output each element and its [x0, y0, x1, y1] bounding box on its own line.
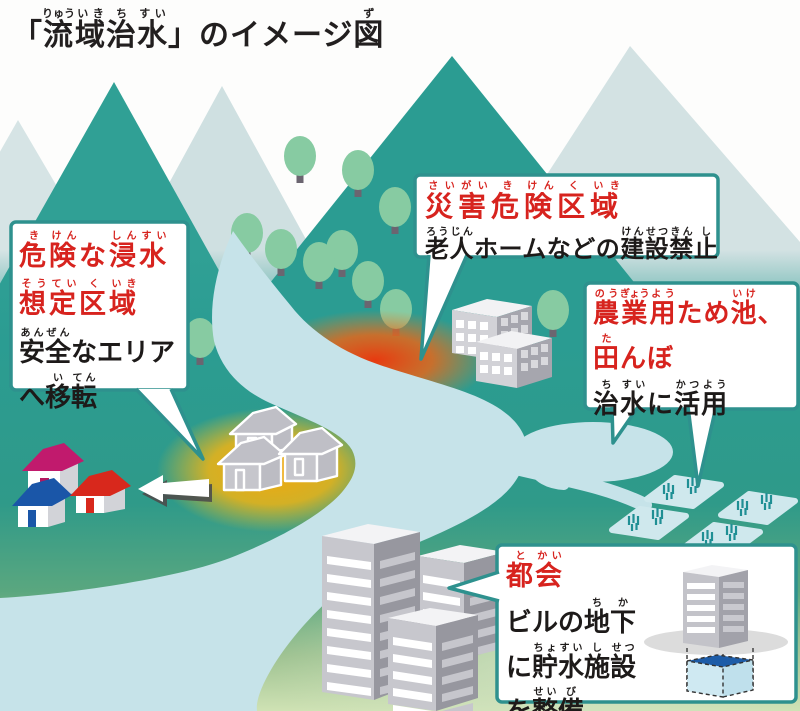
house-blue: [12, 478, 72, 527]
callout-body: に貯ちょ水すい施し設せつ: [506, 642, 637, 682]
relocated-houses: [12, 443, 131, 527]
callout-body: 治ち水すいに活かつ用よう: [593, 379, 729, 419]
callout-body: ビルの地ち下か: [506, 598, 637, 638]
callout-tail: [686, 406, 718, 488]
city-skyscrapers: [322, 524, 506, 711]
callout-risk-area-text: 災さい害がい危き険けん区く域いき 老ろう人じんホームなどの建けん設せつ禁きん止し: [425, 181, 718, 274]
callout-heading: 想そう定てい区く域いき: [19, 279, 139, 320]
callout-body: へ移い転てん: [19, 372, 98, 412]
water-tank-front: [687, 661, 723, 697]
river: [0, 231, 528, 711]
callout-body: 老ろう人じんホームなどの建けん設せつ禁きん止し: [425, 227, 719, 264]
underground-storage-illustration: [644, 565, 788, 698]
building-front: [476, 331, 552, 388]
gray-house: [216, 435, 287, 492]
gray-house: [277, 426, 344, 483]
callout-heading: 農のう業ぎょう用ようため池いけ、: [593, 289, 785, 328]
callout-tail: [447, 570, 500, 603]
callout-tail: [134, 387, 205, 461]
callout-flood-zone-text: 危き険けんな浸しん水すい 想そう定てい区く域いき 安あん全ぜんなエリア へ移い転…: [19, 231, 175, 418]
callout-tail: [610, 406, 640, 445]
agricultural-pond: [493, 422, 673, 512]
callout-heading: 田たんぼ: [593, 334, 675, 374]
callout-box-risk-area: [413, 173, 720, 259]
house-red: [70, 470, 131, 513]
water-tank-side: [723, 660, 753, 697]
callout-city-text: 都と会かい ビルの地ち下か に貯ちょ水すい施し設せつ を整せい備び: [506, 551, 636, 711]
callout-heading: 都と会かい: [506, 551, 564, 591]
callout-body: を整せい備び: [506, 686, 585, 711]
callout-heading: 災さい害がい危き険けん区く域いき: [425, 181, 624, 222]
relocation-arrow-left-icon: [138, 475, 212, 507]
callout-boxes: [9, 173, 800, 704]
callout-pond-text: 農のう業ぎょう用ようため池いけ、 田たんぼ 治ち水すいに活かつ用よう: [593, 289, 785, 428]
flood-zone-houses: [216, 405, 344, 492]
callout-body: 安あん全ぜんなエリア: [19, 327, 176, 367]
tower-front: [388, 608, 478, 711]
callout-tail: [419, 254, 469, 361]
callout-heading: 危き険けんな浸しん水すい: [19, 231, 169, 271]
page-title: 「流りゅう域いき治ち水すい」のイメージ図ず: [12, 8, 385, 52]
rice-paddies: [609, 475, 798, 556]
care-home-buildings: [452, 299, 552, 388]
callout-box-flood-zone: [9, 220, 190, 392]
